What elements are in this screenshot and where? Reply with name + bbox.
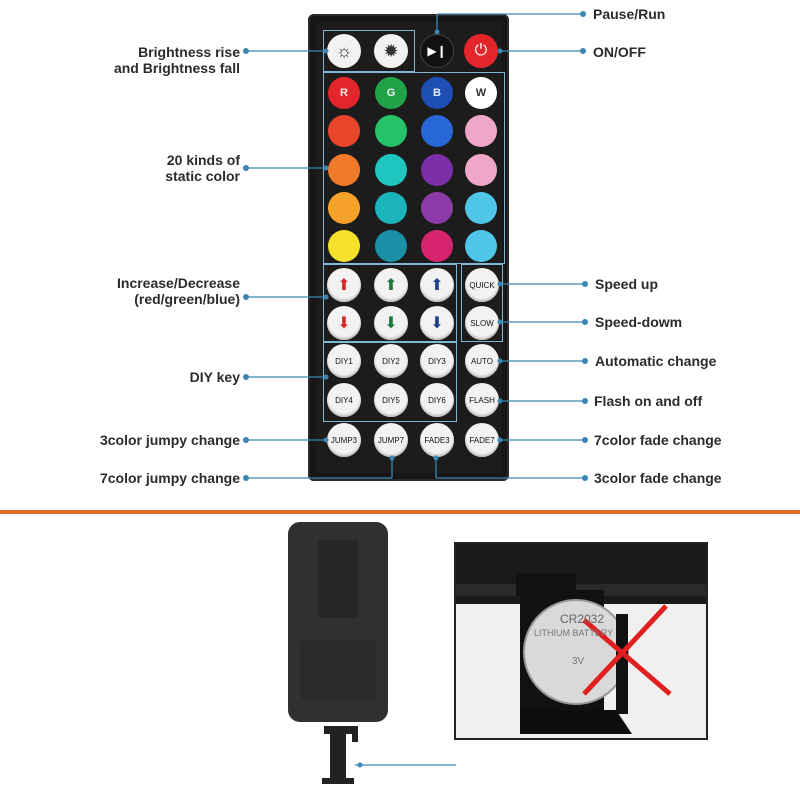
color-button-r2c1[interactable]: [328, 115, 360, 147]
sun-icon: ☼: [335, 40, 353, 61]
increase-decrease-label-line2: (red/green/blue): [134, 291, 240, 307]
brightness-label: Brightness rise and Brightness fall: [82, 44, 240, 76]
on-off-label: ON/OFF: [593, 44, 646, 60]
brightness-down-button[interactable]: ✹: [374, 34, 408, 68]
power-button[interactable]: ⏻: [464, 34, 498, 68]
color-button-r2c4[interactable]: [465, 115, 497, 147]
sun-outline-icon: ✹: [383, 40, 399, 61]
battery-closeup-photo: CR2032 LITHIUM BATTERY 3V: [454, 542, 708, 740]
color-button-r3c4[interactable]: [465, 154, 497, 186]
color-button-r5c3[interactable]: [421, 230, 453, 262]
arrow-down-icon: ⬇: [430, 315, 444, 332]
rgb-adjust-group-box: [323, 264, 457, 342]
static-color-label: 20 kinds of static color: [82, 152, 240, 184]
battery-label-model: CR2032: [560, 612, 605, 626]
fade7-label: 7color fade change: [594, 432, 722, 448]
battery-tray-illustration: [456, 544, 706, 734]
jump3-button[interactable]: JUMP3: [327, 423, 361, 457]
color-button-r5c1[interactable]: [328, 230, 360, 262]
static-color-label-line1: 20 kinds of: [166, 152, 240, 168]
brightness-label-line2: and Brightness fall: [113, 60, 240, 76]
color-button-r1c2[interactable]: G: [375, 77, 407, 109]
remote-back-logo: [300, 640, 376, 700]
fade7-button[interactable]: FADE7: [465, 423, 499, 457]
color-letter: R: [340, 87, 348, 99]
increase-decrease-label: Increase/Decrease (red/green/blue): [82, 275, 240, 307]
arrow-up-icon: ⬆: [337, 277, 351, 294]
color-button-r3c3[interactable]: [421, 154, 453, 186]
speed-group-box: [461, 264, 503, 342]
arrow-down-icon: ⬇: [384, 315, 398, 332]
color-button-r4c1[interactable]: [328, 192, 360, 224]
battery-label-voltage: 3V: [572, 656, 585, 667]
speed-down-label: Speed-dowm: [595, 314, 683, 330]
battery-tray-clip: [322, 726, 358, 784]
color-button-r1c3[interactable]: B: [421, 77, 453, 109]
section-divider: [0, 510, 800, 514]
brightness-up-button[interactable]: ☼: [327, 34, 361, 68]
arrow-up-icon: ⬆: [430, 277, 444, 294]
diy4-button[interactable]: DIY4: [327, 383, 361, 417]
play-pause-icon: ▶❙: [427, 44, 447, 58]
increase-green-button[interactable]: ⬆: [374, 268, 408, 302]
color-button-r4c3[interactable]: [421, 192, 453, 224]
color-button-r5c2[interactable]: [375, 230, 407, 262]
diy-group-box: [323, 342, 457, 422]
battery-cover: [318, 540, 358, 618]
color-button-r3c1[interactable]: [328, 154, 360, 186]
brightness-label-line1: Brightness rise: [138, 44, 240, 60]
increase-red-button[interactable]: ⬆: [327, 268, 361, 302]
color-button-r2c3[interactable]: [421, 115, 453, 147]
decrease-red-button[interactable]: ⬇: [327, 306, 361, 340]
battery-label-type: LITHIUM BATTERY: [534, 628, 614, 638]
fade3-label: 3color fade change: [594, 470, 722, 486]
color-button-r1c1[interactable]: R: [328, 77, 360, 109]
color-button-r3c2[interactable]: [375, 154, 407, 186]
jumpy3-label: 3color jumpy change: [99, 432, 240, 448]
quick-button[interactable]: QUICK: [465, 268, 499, 302]
color-button-r4c2[interactable]: [375, 192, 407, 224]
color-letter: G: [386, 87, 396, 99]
arrow-up-icon: ⬆: [384, 277, 398, 294]
decrease-green-button[interactable]: ⬇: [374, 306, 408, 340]
diy5-button[interactable]: DIY5: [374, 383, 408, 417]
automatic-change-label: Automatic change: [595, 353, 717, 369]
color-button-r4c4[interactable]: [465, 192, 497, 224]
color-button-r1c4[interactable]: W: [465, 77, 497, 109]
pause-run-button[interactable]: ▶❙: [420, 34, 454, 68]
speed-up-label: Speed up: [595, 276, 659, 292]
diy1-button[interactable]: DIY1: [327, 344, 361, 378]
increase-decrease-label-line1: Increase/Decrease: [117, 275, 240, 291]
jumpy7-label: 7color jumpy change: [99, 470, 240, 486]
diy3-button[interactable]: DIY3: [420, 344, 454, 378]
color-button-r2c2[interactable]: [375, 115, 407, 147]
color-letter: W: [475, 87, 487, 99]
fade3-button[interactable]: FADE3: [420, 423, 454, 457]
jump7-button[interactable]: JUMP7: [374, 423, 408, 457]
diy-key-label: DIY key: [189, 369, 240, 385]
static-color-label-line2: static color: [165, 168, 240, 184]
decrease-blue-button[interactable]: ⬇: [420, 306, 454, 340]
slow-button[interactable]: SLOW: [465, 306, 499, 340]
flash-label: Flash on and off: [594, 393, 703, 409]
diy6-button[interactable]: DIY6: [420, 383, 454, 417]
flash-button[interactable]: FLASH: [465, 383, 499, 417]
power-icon: ⏻: [474, 42, 488, 59]
diy2-button[interactable]: DIY2: [374, 344, 408, 378]
pause-run-label: Pause/Run: [593, 6, 666, 22]
color-button-r5c4[interactable]: [465, 230, 497, 262]
arrow-down-icon: ⬇: [337, 315, 351, 332]
increase-blue-button[interactable]: ⬆: [420, 268, 454, 302]
color-letter: B: [433, 87, 441, 99]
auto-button[interactable]: AUTO: [465, 344, 499, 378]
